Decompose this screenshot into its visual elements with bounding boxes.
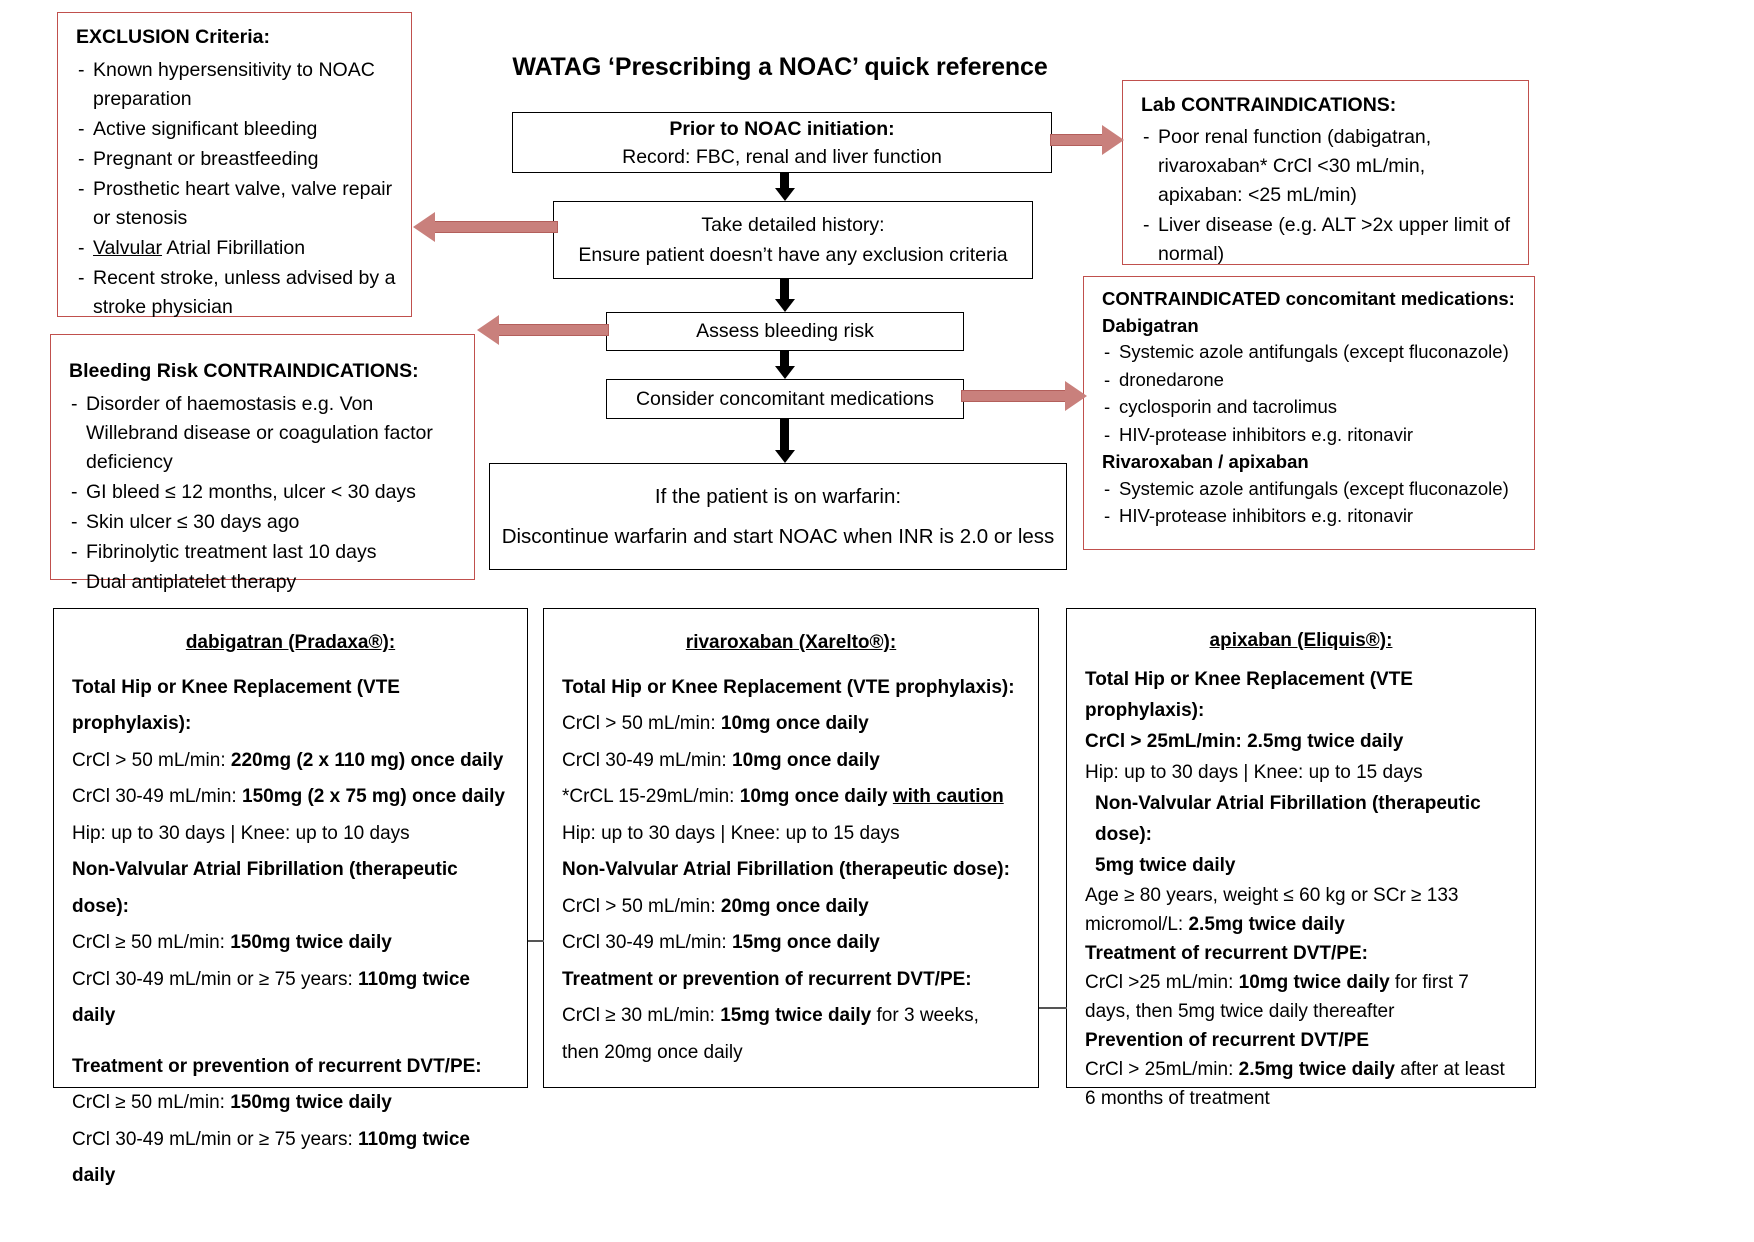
dose-line: CrCl 30-49 mL/min: 10mg once daily <box>562 749 880 771</box>
drug-title-dabigatran: dabigatran (Pradaxa®): <box>185 632 396 653</box>
exclusion-criteria-panel: EXCLUSION Criteria: Known hypersensitivi… <box>57 12 412 318</box>
list-item: Poor renal function (dabigatran, rivarox… <box>1141 123 1514 210</box>
dose-line: CrCl > 25mL/min: 2.5mg twice daily <box>1085 731 1404 752</box>
flow-step5-line2: Discontinue warfarin and start NOAC when… <box>501 524 1055 548</box>
concomitant-heading: CONTRAINDICATED concomitant medications: <box>1102 288 1515 309</box>
arrow-to-bleeding-risk <box>477 315 609 345</box>
arrow-to-lab-contraindications <box>1050 125 1125 155</box>
list-item: Liver disease (e.g. ALT >2x upper limit … <box>1141 211 1514 269</box>
list-item: Dual antiplatelet therapy <box>69 568 460 597</box>
dose-line: CrCl ≥ 50 mL/min: 150mg twice daily <box>72 1092 392 1113</box>
dose-line: CrCl ≥ 30 mL/min: 15mg twice daily for 3… <box>562 1005 979 1063</box>
list-item: Active significant bleeding <box>76 115 397 144</box>
flow-step1-line1: Prior to NOAC initiation: <box>669 117 895 140</box>
list-item: GI bleed ≤ 12 months, ulcer < 30 days <box>69 478 460 507</box>
dose-line: CrCl 30-49 mL/min: 15mg once daily <box>562 932 880 953</box>
dose-line: Hip: up to 30 days | Knee: up to 15 days <box>1085 762 1423 783</box>
dose-line: Non-Valvular Atrial Fibrillation (therap… <box>562 859 1010 880</box>
dose-line: Treatment or prevention of recurrent DVT… <box>72 1055 482 1077</box>
list-item: dronedarone <box>1102 367 1520 394</box>
flow-step2-line1: Take detailed history: <box>701 214 885 236</box>
flow-step-consider-medications: Consider concomitant medications <box>606 379 964 419</box>
list-item: Pregnant or breastfeeding <box>76 145 397 174</box>
concomitant-rivaroxaban-label: Rivaroxaban / apixaban <box>1102 451 1309 472</box>
list-item: Systemic azole antifungals (except fluco… <box>1102 339 1520 366</box>
drug-lines-apixaban: Total Hip or Knee Replacement (VTE proph… <box>1085 664 1517 1113</box>
dose-line: CrCl > 50 mL/min: 220mg (2 x 110 mg) onc… <box>72 749 504 771</box>
divider-tick-left <box>528 940 544 942</box>
dose-line: CrCl > 25mL/min: 2.5mg twice daily after… <box>1085 1059 1505 1109</box>
list-item: Known hypersensitivity to NOAC preparati… <box>76 56 397 114</box>
flow-step1-line2: Record: FBC, renal and liver function <box>622 145 942 168</box>
arrow-to-exclusion-criteria <box>413 212 558 242</box>
drug-title-rivaroxaban: rivaroxaban (Xarelto®): <box>685 632 897 653</box>
flow-step3-text: Assess bleeding risk <box>696 320 874 342</box>
bleeding-risk-panel: Bleeding Risk CONTRAINDICATIONS: Disorde… <box>50 334 475 597</box>
dose-line: 5mg twice daily <box>1095 855 1236 876</box>
flow-step-assess-bleeding-risk: Assess bleeding risk <box>606 312 964 351</box>
list-item: HIV-protease inhibitors e.g. ritonavir <box>1102 503 1520 530</box>
exclusion-list: Known hypersensitivity to NOAC preparati… <box>76 56 397 322</box>
dose-line: Non-Valvular Atrial Fibrillation (therap… <box>1095 793 1481 845</box>
dose-line: CrCl >25 mL/min: 10mg twice daily for fi… <box>1085 972 1469 1022</box>
flow-step5-line1: If the patient is on warfarin: <box>654 484 902 508</box>
drug-lines-dabigatran: Total Hip or Knee Replacement (VTE proph… <box>72 670 509 1195</box>
connector-1 <box>775 173 795 201</box>
page-title: WATAG ‘Prescribing a NOAC’ quick referen… <box>512 53 1048 81</box>
bleeding-risk-heading: Bleeding Risk CONTRAINDICATIONS: <box>69 360 419 382</box>
dose-line: Treatment or prevention of recurrent DVT… <box>562 968 972 990</box>
dose-line: *CrCL 15-29mL/min: 10mg once daily with … <box>562 786 1004 807</box>
drug-panel-apixaban: apixaban (Eliquis®): Total Hip or Knee R… <box>1066 608 1536 1109</box>
dose-line: CrCl ≥ 50 mL/min: 150mg twice daily <box>72 932 392 953</box>
concomitant-dabigatran-label: Dabigatran <box>1102 314 1199 336</box>
concomitant-dabigatran-list: Systemic azole antifungals (except fluco… <box>1102 339 1520 448</box>
dose-line: Hip: up to 30 days | Knee: up to 10 days <box>72 822 410 844</box>
connector-2 <box>775 279 795 312</box>
list-item: cyclosporin and tacrolimus <box>1102 394 1520 421</box>
concomitant-medications-panel: CONTRAINDICATED concomitant medications:… <box>1083 276 1535 550</box>
exclusion-heading: EXCLUSION Criteria: <box>76 26 270 48</box>
lab-heading: Lab CONTRAINDICATIONS: <box>1141 94 1397 116</box>
list-item: Valvular Atrial Fibrillation <box>76 234 397 263</box>
drug-title-apixaban: apixaban (Eliquis®): <box>1209 630 1393 651</box>
flow-step-take-history: Take detailed history: Ensure patient do… <box>553 201 1033 279</box>
connector-4 <box>775 419 795 463</box>
dose-line: CrCl > 50 mL/min: 10mg once daily <box>562 713 869 734</box>
divider-tick-right <box>1039 1007 1067 1009</box>
list-item: Disorder of haemostasis e.g. Von Willebr… <box>69 390 460 477</box>
drug-panel-dabigatran: dabigatran (Pradaxa®): Total Hip or Knee… <box>53 608 528 1186</box>
dose-line: CrCl > 50 mL/min: 20mg once daily <box>562 895 869 917</box>
flow-step4-text: Consider concomitant medications <box>635 387 935 410</box>
arrow-to-concomitant-medications <box>961 381 1088 411</box>
connector-3 <box>775 351 795 379</box>
list-item: Fibrinolytic treatment last 10 days <box>69 538 460 567</box>
list-item: Recent stroke, unless advised by a strok… <box>76 264 397 322</box>
dose-line: Treatment of recurrent DVT/PE: <box>1085 943 1368 964</box>
dose-line: CrCl 30-49 mL/min or ≥ 75 years: 110mg t… <box>72 1128 470 1187</box>
dose-line: CrCl 30-49 mL/min or ≥ 75 years: 110mg t… <box>72 968 470 1027</box>
concomitant-rivaroxaban-list: Systemic azole antifungals (except fluco… <box>1102 476 1520 530</box>
dose-line <box>72 1035 509 1049</box>
dose-line: Prevention of recurrent DVT/PE <box>1085 1030 1370 1051</box>
dose-line: Non-Valvular Atrial Fibrillation (therap… <box>72 859 458 917</box>
dose-line: Total Hip or Knee Replacement (VTE proph… <box>1085 669 1413 721</box>
dose-line: CrCl 30-49 mL/min: 150mg (2 x 75 mg) onc… <box>72 786 505 807</box>
list-item: Skin ulcer ≤ 30 days ago <box>69 508 460 537</box>
dose-line: Total Hip or Knee Replacement (VTE proph… <box>562 676 1015 698</box>
flow-step-warfarin: If the patient is on warfarin: Discontin… <box>489 463 1067 570</box>
list-item: Prosthetic heart valve, valve repair or … <box>76 175 397 233</box>
dose-line: Hip: up to 30 days | Knee: up to 15 days <box>562 822 900 844</box>
list-item: Systemic azole antifungals (except fluco… <box>1102 476 1520 503</box>
drug-lines-rivaroxaban: Total Hip or Knee Replacement (VTE proph… <box>562 670 1020 1072</box>
flow-step2-line2: Ensure patient doesn’t have any exclusio… <box>578 244 1008 266</box>
drug-panel-rivaroxaban: rivaroxaban (Xarelto®): Total Hip or Kne… <box>543 608 1039 1088</box>
flow-step-prior-to-initiation: Prior to NOAC initiation: Record: FBC, r… <box>512 112 1052 173</box>
lab-list: Poor renal function (dabigatran, rivarox… <box>1141 123 1514 269</box>
lab-contraindications-panel: Lab CONTRAINDICATIONS: Poor renal functi… <box>1122 80 1529 265</box>
bleeding-risk-list: Disorder of haemostasis e.g. Von Willebr… <box>69 390 460 597</box>
list-item: HIV-protease inhibitors e.g. ritonavir <box>1102 422 1520 449</box>
dose-line: Age ≥ 80 years, weight ≤ 60 kg or SCr ≥ … <box>1085 885 1459 935</box>
dose-line: Total Hip or Knee Replacement (VTE proph… <box>72 676 400 735</box>
